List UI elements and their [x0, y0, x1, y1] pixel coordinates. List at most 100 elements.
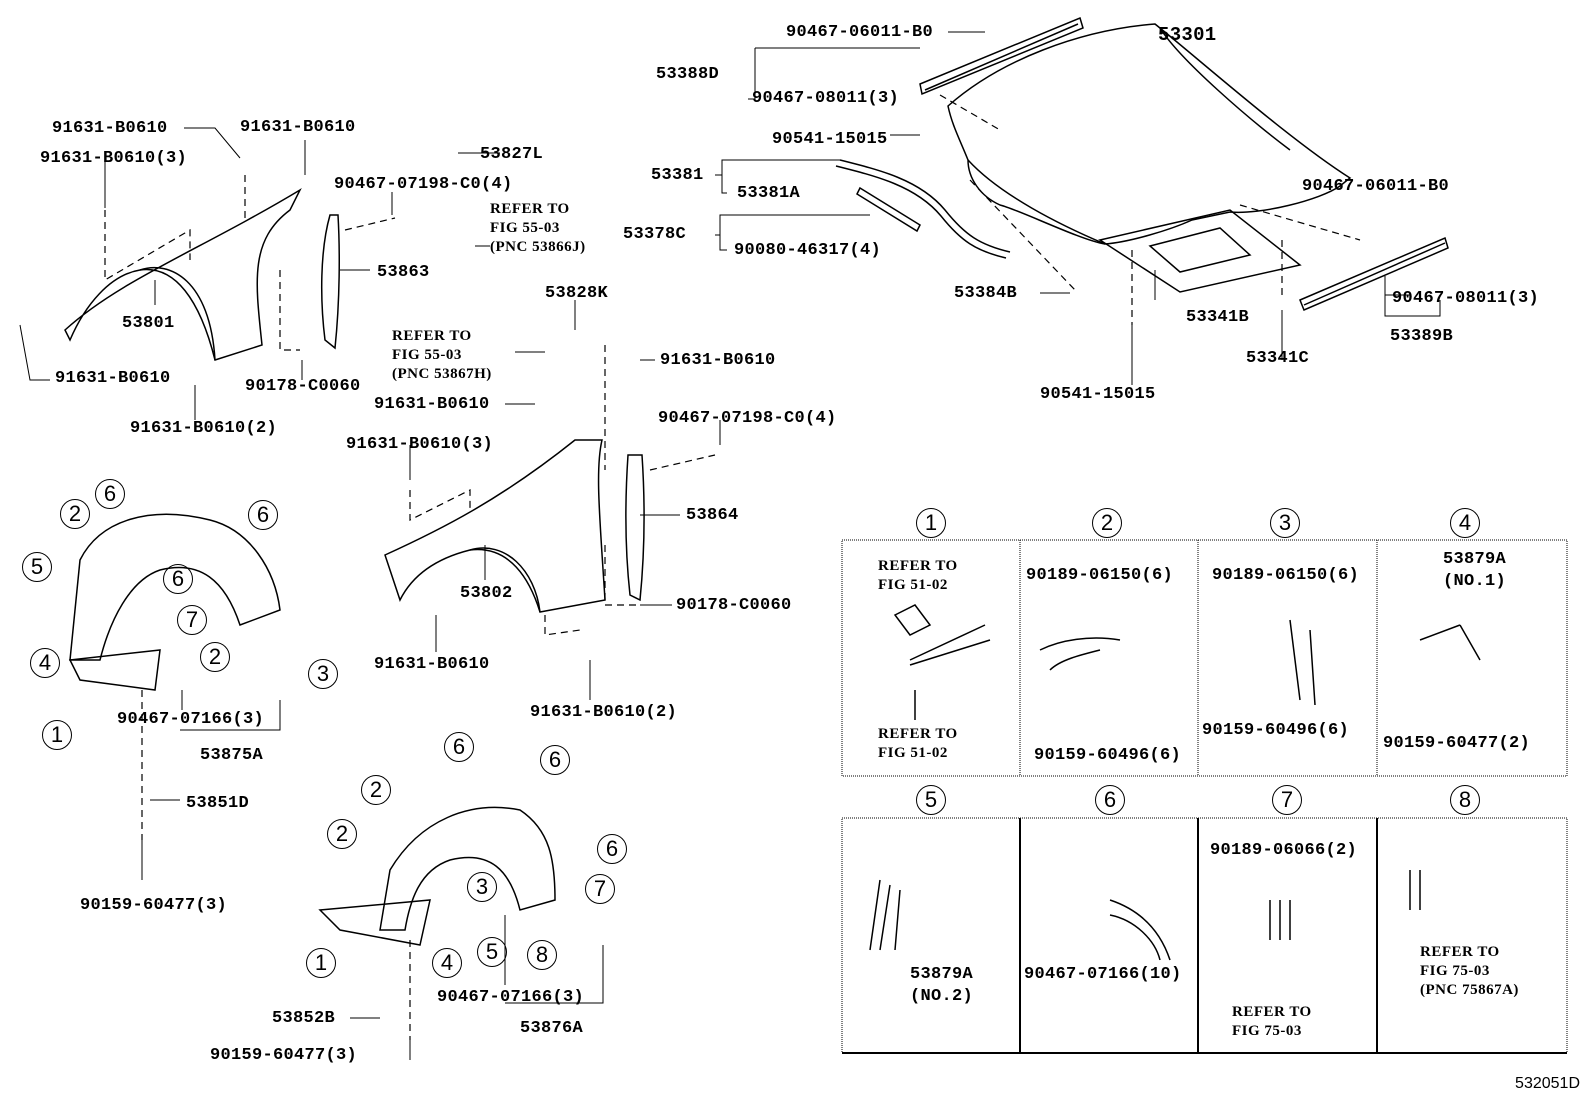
lh-fender-liner-clip-label[interactable]: 90467-07198-C0(4) — [658, 409, 837, 428]
lh-fender-label[interactable]: 53802 — [460, 584, 513, 603]
lh-splash-shield-drawing — [318, 806, 556, 946]
detail-2-drawing — [1039, 637, 1121, 671]
rh-fender-bolt-bottom-label[interactable]: 91631-B0610(2) — [130, 419, 278, 438]
lh-shield-callout-5[interactable]: 5 — [477, 937, 507, 967]
hood-cushion-bottom-label[interactable]: 90541-15015 — [1040, 385, 1156, 404]
detail-panel-1-number: 1 — [916, 508, 946, 538]
rh-shield-callout-2a[interactable]: 2 — [60, 499, 90, 529]
lh-fender-grommet-label[interactable]: 90178-C0060 — [676, 596, 792, 615]
rh-shield-callout-6b[interactable]: 6 — [248, 500, 278, 530]
rh-shield-callout-6a[interactable]: 6 — [95, 479, 125, 509]
detail-panel-3-screw-label[interactable]: 90159-60496(6) — [1202, 721, 1350, 740]
rh-fender-bolt-top-right-label[interactable]: 91631-B0610 — [240, 118, 356, 137]
lh-shield-callout-3[interactable]: 3 — [467, 872, 497, 902]
rh-shield-callout-3[interactable]: 3 — [308, 659, 338, 689]
hood-cushion-lower-label[interactable]: 53384B — [954, 284, 1018, 303]
hood-lock-clip-label[interactable]: 53341C — [1246, 349, 1310, 368]
rh-fender-label[interactable]: 53801 — [122, 314, 175, 333]
rh-shield-screw-label[interactable]: 90159-60477(3) — [80, 896, 228, 915]
lh-shield-callout-8[interactable]: 8 — [527, 940, 557, 970]
rh-fender-bolt-front-label[interactable]: 91631-B0610 — [55, 369, 171, 388]
rh-fender-drawing — [64, 188, 302, 361]
detail-panel-6-clip-label[interactable]: 90467-07166(10) — [1024, 965, 1182, 984]
hood-seal-rear-assy-label[interactable]: 53389B — [1390, 327, 1454, 346]
hood-insulator-clip-label[interactable]: 90080-46317(4) — [734, 241, 882, 260]
detail-panel-3-clip-label[interactable]: 90189-06150(6) — [1212, 566, 1360, 585]
hood-cushion-upper-label[interactable]: 90541-15015 — [772, 130, 888, 149]
rh-shield-callout-6c[interactable]: 6 — [163, 564, 193, 594]
detail-panel-8-number: 8 — [1450, 785, 1480, 815]
lh-fender-refer-note: REFER TO FIG 55-03 (PNC 53867H) — [392, 328, 492, 382]
lh-fender-liner-label[interactable]: 53864 — [686, 506, 739, 525]
detail-5-drawing — [869, 879, 901, 951]
rh-shield-callout-2b[interactable]: 2 — [200, 642, 230, 672]
hood-seal-rear-screw-label[interactable]: 90467-06011-B0 — [1302, 177, 1450, 196]
lh-fender-liner-drawing — [625, 454, 645, 602]
detail-panel-2-screw-label[interactable]: 90159-60496(6) — [1034, 746, 1182, 765]
lh-shield-assy-label[interactable]: 53876A — [520, 1019, 584, 1038]
hood-seal-front-assy-label[interactable]: 53388D — [656, 65, 720, 84]
lh-shield-callout-7[interactable]: 7 — [585, 874, 615, 904]
hood-seal-front-clip-label[interactable]: 90467-08011(3) — [752, 89, 900, 108]
detail-panel-5-bracket-label[interactable]: 53879A (NO.2) — [910, 965, 974, 1006]
lh-shield-screw-label[interactable]: 90159-60477(3) — [210, 1046, 358, 1065]
hood-panel-label[interactable]: 53301 — [1158, 24, 1217, 46]
rh-shield-seal-label[interactable]: 53851D — [186, 794, 250, 813]
rh-splash-shield-drawing — [68, 513, 281, 691]
detail-panel-7-clip-label[interactable]: 90189-06066(2) — [1210, 841, 1358, 860]
rh-shield-assy-label[interactable]: 53875A — [200, 746, 264, 765]
rh-shield-callout-1[interactable]: 1 — [42, 720, 72, 750]
lh-shield-callout-2a[interactable]: 2 — [361, 775, 391, 805]
rh-shield-callout-4[interactable]: 4 — [30, 648, 60, 678]
detail-panel-8-refer-note: REFER TO FIG 75-03 (PNC 75867A) — [1420, 944, 1519, 998]
detail-panel-4-number: 4 — [1450, 508, 1480, 538]
lh-fender-bolt-right-label[interactable]: 91631-B0610 — [660, 351, 776, 370]
lh-shield-callout-1[interactable]: 1 — [306, 948, 336, 978]
detail-panel-7-refer-note: REFER TO FIG 75-03 — [1232, 1004, 1312, 1039]
hood-panel-drawing — [947, 23, 1352, 245]
detail-panel-2-clip-label[interactable]: 90189-06150(6) — [1026, 566, 1174, 585]
hood-seal-rear-clip-label[interactable]: 90467-08011(3) — [1392, 289, 1540, 308]
lh-fender-bolt-top-label[interactable]: 91631-B0610 — [374, 395, 490, 414]
lh-shield-callout-6c[interactable]: 6 — [597, 834, 627, 864]
hood-insulator-seal-label[interactable]: 53378C — [623, 225, 687, 244]
rh-fender-bolt-row-label[interactable]: 91631-B0610(3) — [40, 149, 188, 168]
lh-shield-seal-label[interactable]: 53852B — [272, 1009, 336, 1028]
lh-shield-clip-label[interactable]: 90467-07166(3) — [437, 988, 585, 1007]
rh-shield-callout-5[interactable]: 5 — [22, 552, 52, 582]
hood-seal-side-label[interactable]: 53381 — [651, 166, 704, 185]
lh-fender-bolt-row-label[interactable]: 91631-B0610(3) — [346, 435, 494, 454]
rh-fender-grommet-label[interactable]: 90178-C0060 — [245, 377, 361, 396]
detail-panel-4-bracket-label[interactable]: 53879A (NO.1) — [1443, 550, 1507, 591]
detail-panel-2-number: 2 — [1092, 508, 1122, 538]
detail-panel-4-screw-label[interactable]: 90159-60477(2) — [1383, 734, 1531, 753]
rh-fender-refer-note: REFER TO FIG 55-03 (PNC 53866J) — [490, 201, 586, 255]
detail-4-drawing — [1419, 624, 1481, 661]
detail-7-drawing — [1269, 900, 1291, 940]
hood-seal-front-screw-label[interactable]: 90467-06011-B0 — [786, 23, 934, 42]
rh-shield-callout-7[interactable]: 7 — [177, 605, 207, 635]
lh-fender-bracket-label[interactable]: 53828K — [545, 284, 609, 303]
lh-shield-callout-4[interactable]: 4 — [432, 948, 462, 978]
rh-fender-liner-label[interactable]: 53863 — [377, 263, 430, 282]
detail-8-drawing — [1409, 870, 1421, 910]
rh-fender-bracket-label[interactable]: 53827L — [480, 145, 544, 164]
rh-shield-clip-label[interactable]: 90467-07166(3) — [117, 710, 265, 729]
detail-panel-5-number: 5 — [916, 785, 946, 815]
hood-seal-rear-drawing — [1299, 236, 1449, 311]
rh-fender-liner-drawing — [320, 214, 340, 350]
lh-shield-callout-2b[interactable]: 2 — [327, 819, 357, 849]
hood-seal-side-clip-label[interactable]: 53381A — [737, 184, 801, 203]
lh-fender-bolt-front-label[interactable]: 91631-B0610 — [374, 655, 490, 674]
leader-lines — [19, 31, 1441, 1060]
lh-shield-callout-6b[interactable]: 6 — [540, 745, 570, 775]
detail-panel-7-number: 7 — [1272, 785, 1302, 815]
lh-shield-callout-6a[interactable]: 6 — [444, 732, 474, 762]
rh-fender-bolt-top-label[interactable]: 91631-B0610 — [52, 119, 168, 138]
hood-lock-support-label[interactable]: 53341B — [1186, 308, 1250, 327]
hood-seal-front-drawing — [919, 16, 1084, 96]
rh-fender-liner-clip-label[interactable]: 90467-07198-C0(4) — [334, 175, 513, 194]
lh-fender-bolt-bottom-label[interactable]: 91631-B0610(2) — [530, 703, 678, 722]
hood-seal-side-drawing — [835, 159, 1011, 259]
